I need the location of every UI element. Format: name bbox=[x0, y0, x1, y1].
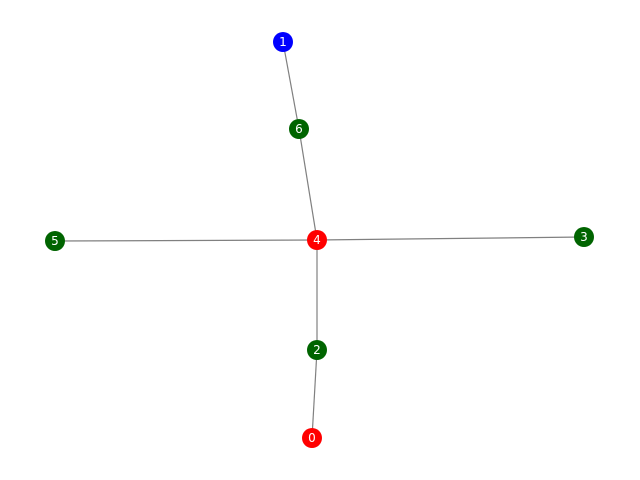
node-0: 0 bbox=[302, 428, 322, 448]
node-circle-3 bbox=[574, 227, 594, 247]
node-2: 2 bbox=[307, 340, 327, 360]
node-6: 6 bbox=[289, 119, 309, 139]
node-label-0: 0 bbox=[308, 431, 316, 445]
node-label-2: 2 bbox=[313, 343, 321, 357]
node-label-4: 4 bbox=[313, 233, 321, 247]
edge-4-3 bbox=[316, 236, 585, 241]
edge-2-0 bbox=[311, 349, 318, 439]
nodes-layer: 0 1 2 3 4 5 6 bbox=[45, 32, 594, 448]
node-3: 3 bbox=[574, 227, 594, 247]
node-circle-0 bbox=[302, 428, 322, 448]
node-4: 4 bbox=[307, 230, 327, 250]
edge-6-4 bbox=[298, 128, 318, 241]
node-5: 5 bbox=[45, 231, 65, 251]
edge-1-6 bbox=[282, 41, 300, 130]
node-1: 1 bbox=[273, 32, 293, 52]
node-label-5: 5 bbox=[51, 234, 59, 248]
node-circle-4 bbox=[307, 230, 327, 250]
node-circle-5 bbox=[45, 231, 65, 251]
node-circle-6 bbox=[289, 119, 309, 139]
node-circle-1 bbox=[273, 32, 293, 52]
node-label-6: 6 bbox=[295, 122, 303, 136]
node-label-1: 1 bbox=[279, 35, 287, 49]
node-label-3: 3 bbox=[580, 230, 588, 244]
edge-5-4 bbox=[54, 239, 318, 242]
node-circle-2 bbox=[307, 340, 327, 360]
edges-layer bbox=[54, 41, 585, 439]
